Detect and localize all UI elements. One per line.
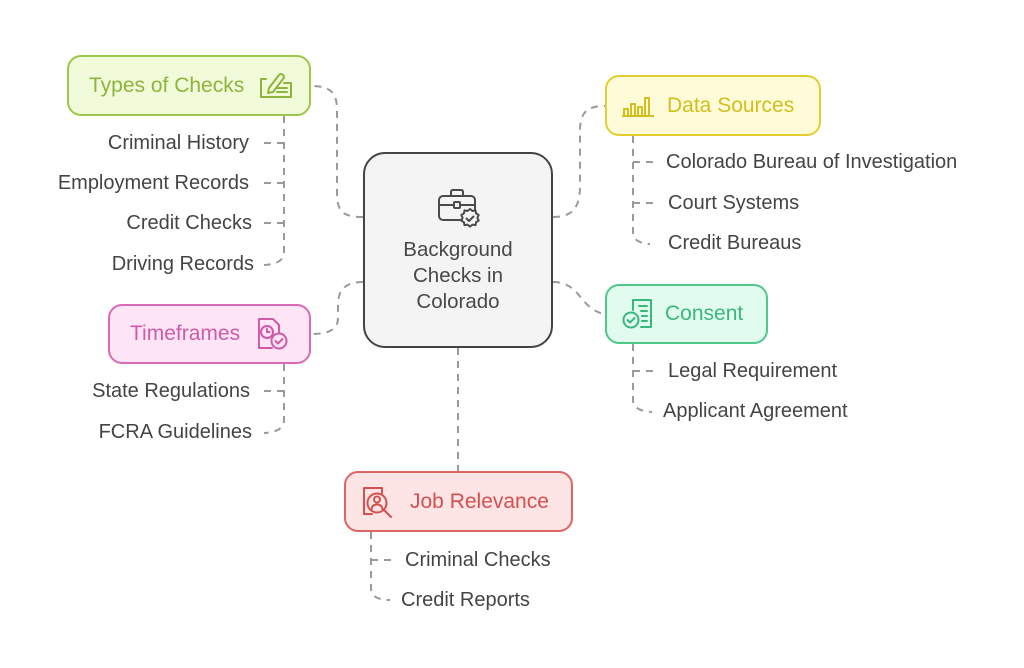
leaf-credit-reports: Credit Reports bbox=[401, 589, 530, 611]
branch-label-timeframes: Timeframes bbox=[130, 322, 241, 345]
branch-label-types-of-checks: Types of Checks bbox=[89, 73, 245, 97]
leaf-court-systems: Court Systems bbox=[668, 192, 800, 214]
document-check-icon bbox=[622, 299, 652, 329]
document-clock-check-icon bbox=[258, 318, 288, 350]
leaf-colorado-bureau-of-investigation: Colorado Bureau of Investigation bbox=[666, 151, 958, 173]
connector-center-consent bbox=[552, 281, 606, 315]
leaf-state-regulations: State Regulations bbox=[92, 380, 250, 402]
branch-label-data-sources: Data Sources bbox=[667, 93, 795, 117]
branch-label-job-relevance: Job Relevance bbox=[410, 489, 549, 513]
central-topic-line-2: Checks in bbox=[412, 264, 503, 287]
leaf-credit-checks: Credit Checks bbox=[126, 212, 252, 234]
leaf-legal-requirement: Legal Requirement bbox=[668, 360, 837, 382]
leaf-driving-records: Driving Records bbox=[111, 253, 254, 275]
connector-center-types bbox=[310, 85, 364, 218]
leaf-employment-records: Employment Records bbox=[57, 172, 249, 194]
central-topic-label: Background Checks in Colorado bbox=[403, 237, 512, 315]
leaf-applicant-agreement: Applicant Agreement bbox=[663, 400, 848, 422]
connector-center-time bbox=[310, 281, 364, 335]
branch-node-types-of-checks[interactable]: Types of Checks bbox=[67, 55, 311, 116]
connector-job-trunk bbox=[370, 532, 391, 601]
leaf-fcra-guidelines: FCRA Guidelines bbox=[98, 421, 252, 443]
connector-center-data bbox=[552, 105, 606, 218]
leaf-criminal-checks: Criminal Checks bbox=[405, 549, 551, 571]
central-topic-line-3: Colorado bbox=[416, 290, 500, 313]
branch-node-data-sources[interactable]: Data Sources bbox=[605, 75, 821, 136]
central-topic-node[interactable]: Background Checks in Colorado bbox=[363, 152, 553, 348]
briefcase-badge-check-icon bbox=[438, 189, 480, 228]
connector-time-trunk bbox=[263, 364, 285, 434]
central-topic-line-1: Background bbox=[403, 238, 513, 261]
leaf-criminal-history: Criminal History bbox=[107, 132, 249, 154]
leaf-credit-bureaus: Credit Bureaus bbox=[668, 232, 802, 254]
connector-types-trunk bbox=[263, 116, 285, 266]
branch-node-timeframes[interactable]: Timeframes bbox=[108, 304, 311, 364]
branch-label-consent: Consent bbox=[665, 302, 744, 325]
bar-chart-icon bbox=[622, 96, 654, 117]
person-search-icon bbox=[363, 486, 392, 518]
branch-node-consent[interactable]: Consent bbox=[605, 284, 768, 344]
connector-consent-trunk bbox=[632, 344, 653, 413]
signature-check-icon bbox=[260, 72, 293, 98]
connector-data-trunk bbox=[632, 136, 651, 245]
branch-node-job-relevance[interactable]: Job Relevance bbox=[344, 471, 573, 532]
